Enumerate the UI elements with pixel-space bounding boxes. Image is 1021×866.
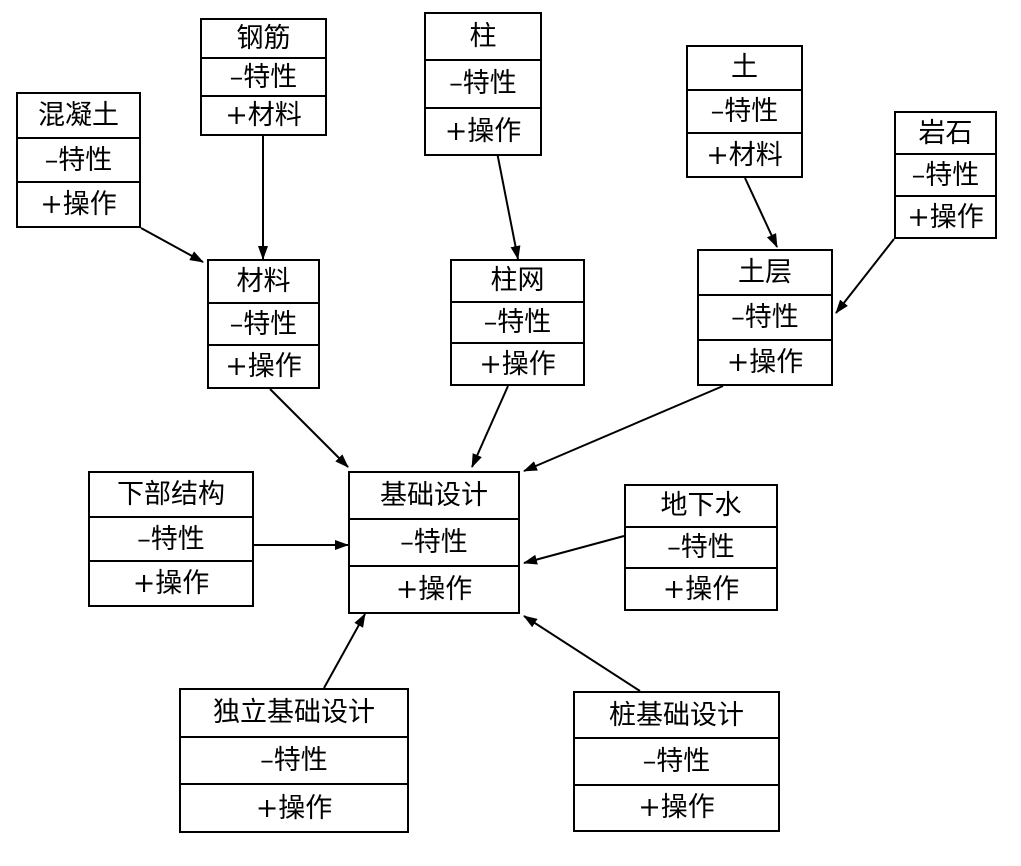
- class-operations: +材料: [202, 95, 325, 134]
- class-attributes: –特性: [626, 525, 776, 568]
- class-operations: +操作: [90, 560, 252, 605]
- class-attributes: –特性: [18, 136, 139, 182]
- class-operations: +操作: [575, 783, 778, 830]
- class-name: 柱网: [490, 265, 545, 297]
- class-operations: +操作: [209, 344, 318, 387]
- class-attributes: –特性: [896, 153, 995, 195]
- class-operations: +操作: [452, 342, 583, 384]
- class-box-soil-layer: 土层 –特性+操作: [697, 249, 833, 386]
- arrow-isolated-foundation-design-to-foundation-design: [323, 613, 366, 689]
- class-attributes: –特性: [452, 300, 583, 343]
- class-name: 钢筋: [236, 22, 291, 54]
- arrow-rock-to-soil-layer: [835, 238, 895, 314]
- class-name: 岩石: [918, 117, 973, 149]
- class-attributes: –特性: [688, 88, 801, 133]
- arrow-column-to-column-grid: [495, 146, 521, 260]
- class-attributes: –特性: [350, 518, 518, 565]
- class-box-soil: 土 –特性+材料: [686, 45, 803, 178]
- class-name: 地下水: [660, 490, 742, 522]
- class-box-groundwater: 地下水–特性+操作: [624, 484, 778, 611]
- class-name: 下部结构: [117, 478, 225, 510]
- class-attributes: –特性: [181, 735, 407, 784]
- class-attributes: –特性: [202, 56, 325, 96]
- class-attributes: –特性: [699, 294, 831, 339]
- class-box-foundation-design: 基础设计 –特性+操作: [348, 471, 520, 614]
- class-operations: +操作: [426, 106, 540, 154]
- class-box-pile-foundation-design: 桩基础设计 –特性+操作: [573, 691, 780, 832]
- class-box-rebar: 钢筋–特性+材料: [200, 18, 327, 136]
- class-operations: +操作: [699, 339, 831, 384]
- class-operations: +操作: [896, 195, 995, 237]
- class-name: 桩基础设计: [609, 699, 744, 731]
- arrow-column-grid-to-foundation-design: [471, 385, 509, 468]
- class-box-column: 柱 –特性+操作: [424, 12, 542, 156]
- arrow-material-to-foundation-design: [269, 388, 349, 468]
- class-box-isolated-foundation-design: 独立基础设计 –特性+操作: [179, 688, 409, 833]
- arrow-concrete-to-material: [140, 227, 204, 263]
- class-name: 土层: [738, 257, 792, 288]
- class-name: 独立基础设计: [213, 697, 375, 729]
- class-attributes: –特性: [90, 515, 252, 561]
- class-box-column-grid: 柱网–特性+操作: [450, 259, 585, 386]
- class-box-rock: 岩石 –特性+操作: [894, 111, 997, 239]
- class-box-substructure: 下部结构 –特性+操作: [88, 471, 254, 607]
- class-attributes: –特性: [575, 737, 778, 783]
- class-name: 基础设计: [380, 480, 488, 511]
- class-operations: +材料: [688, 132, 801, 176]
- arrow-soil-layer-to-foundation-design: [523, 385, 724, 472]
- class-operations: +操作: [626, 567, 776, 609]
- class-name: 柱: [469, 21, 497, 53]
- class-attributes: –特性: [426, 59, 540, 106]
- class-name: 混凝土: [38, 99, 119, 131]
- class-name: 材料: [236, 265, 291, 297]
- class-attributes: –特性: [209, 301, 318, 345]
- class-operations: +操作: [350, 565, 518, 612]
- class-box-material: 材料 –特性+操作: [207, 259, 320, 389]
- class-box-concrete: 混凝土 –特性+操作: [16, 92, 141, 228]
- arrow-groundwater-to-foundation-design: [523, 535, 625, 565]
- class-operations: +操作: [181, 783, 407, 831]
- arrow-soil-to-soil-layer: [744, 177, 778, 248]
- class-operations: +操作: [18, 181, 139, 226]
- class-name: 土: [731, 52, 758, 84]
- arrow-pile-foundation-design-to-foundation-design: [523, 615, 641, 692]
